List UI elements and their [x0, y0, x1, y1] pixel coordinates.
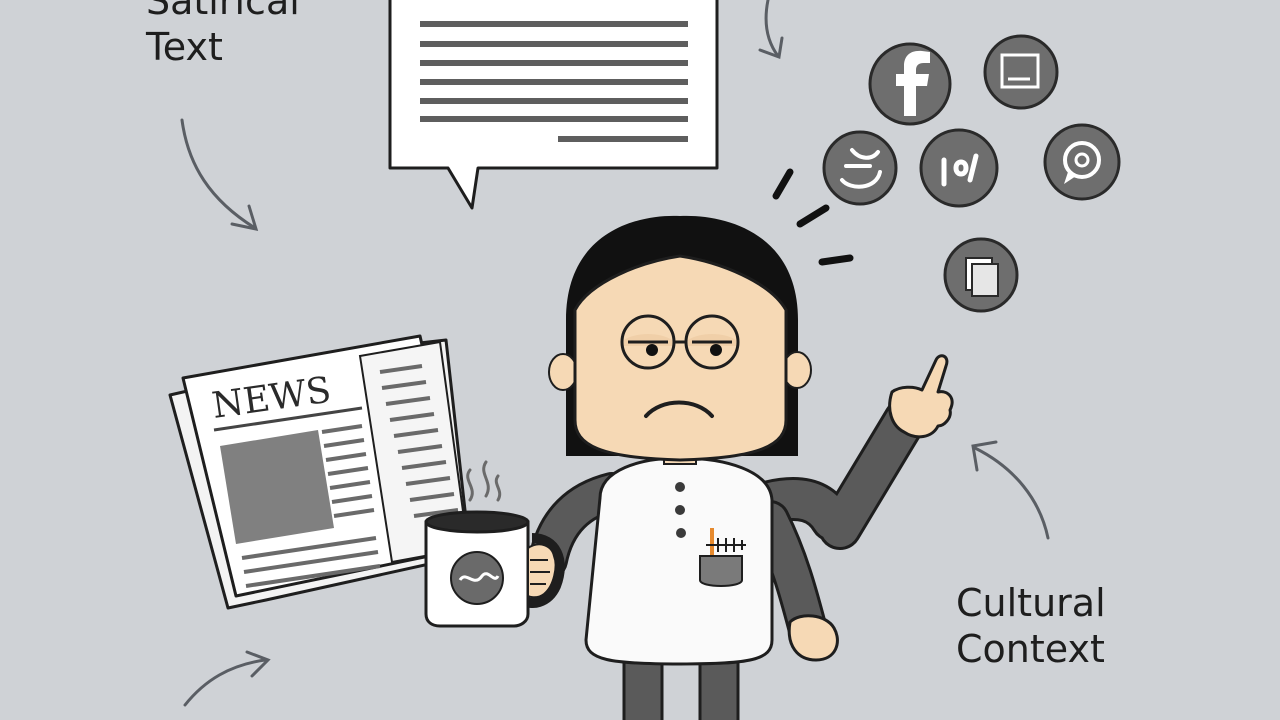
arrow-up-right-icon	[971, 440, 1050, 540]
cultural-context-label: Cultural Context	[956, 580, 1106, 672]
steam	[466, 460, 502, 502]
arrow-down-left-icon	[180, 118, 259, 231]
pointing-hand	[888, 354, 954, 439]
left-ear	[548, 353, 578, 391]
legs	[622, 653, 740, 720]
shirt-pocket	[699, 528, 746, 587]
arrow-bottom-left-icon	[183, 650, 271, 707]
social-icon-cluster	[822, 34, 1121, 313]
frown-mouth	[644, 400, 714, 418]
lower-hand	[787, 614, 839, 662]
cultural-label-line2: Context	[956, 627, 1105, 671]
chat-bubble-icon	[1043, 123, 1121, 201]
newspaper: NEWS	[168, 334, 472, 610]
eyes	[620, 314, 740, 370]
face	[573, 254, 788, 462]
chat-marks-icon	[919, 128, 999, 208]
annoyance-marks	[772, 168, 854, 266]
news-box-icon	[983, 34, 1059, 110]
facebook-icon	[868, 42, 952, 126]
documents-icon	[943, 237, 1019, 313]
speech-bubble	[388, 0, 719, 210]
satirical-label-line1: Satirical	[146, 0, 300, 23]
right-arm	[751, 401, 924, 547]
swirl-logo-icon	[822, 130, 898, 206]
shirt-buttons	[675, 482, 686, 538]
satirical-label-line2: Text	[146, 25, 223, 69]
cultural-label-line1: Cultural	[956, 581, 1106, 625]
arrow-top-icon	[758, 0, 784, 60]
shirt	[584, 456, 774, 666]
coffee-mug	[424, 510, 565, 628]
satirical-text-label: Satirical Text	[146, 0, 300, 70]
